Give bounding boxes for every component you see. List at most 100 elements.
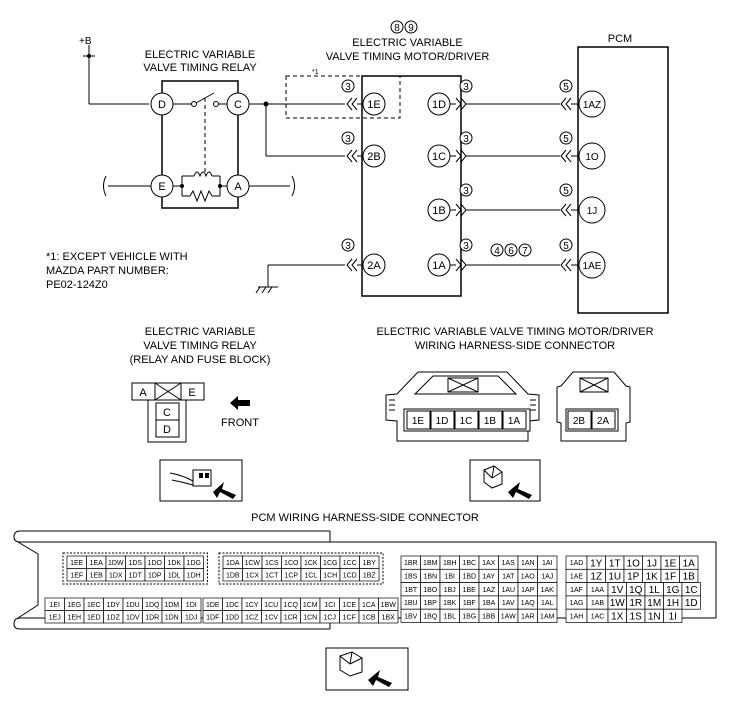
note-three-2a: 3 [345,241,351,252]
pcm-pin-cell: 1DU [122,597,143,611]
pcm-pin-cell: 1CY [241,597,262,611]
pcm-pin-cell: 1BZ [359,568,380,582]
pcm-pin-cell: 1AD [565,555,588,570]
motor-pin-1b-label: 1B [432,205,445,217]
pcm-pin-cell: 1Y [586,555,606,570]
pcm-pin-cell: 1V [607,582,627,597]
pcm-pin-label: 1BC [462,560,476,567]
pcm-pin-cell: 1EA [86,555,107,569]
pcm-pin-cell: 1CZ [241,610,262,624]
pcm-pin-label: 1CX [245,572,259,579]
pcm-pin-cell: 1L [644,582,664,597]
relay-terminal-e: E [150,174,174,198]
pcm-pin-cell: 1AG [565,595,588,610]
pcm-pin-label: 1AM [540,613,555,620]
pcm-pin-cell: 1CR [280,610,301,624]
pcm-pin-cell: 1K [642,568,662,583]
pcm-pin-label: 1DW [108,560,124,567]
pcm-pin-1j-label: 1J [587,206,598,217]
pcm-pin-cell: 1AK [537,582,558,597]
motor-pin-1b: 1B 3 [427,183,473,222]
pcm-pin-label: 1CJ [324,614,336,621]
pcm-pin-cell: 1DE [202,597,223,611]
note-six: 6 [508,246,514,257]
pcm-pin-label: 1AK [541,587,555,594]
relay-title-line2: VALVE TIMING RELAY [143,62,257,74]
pcm-pin-cell: 1H [663,595,683,610]
front-label: FRONT [221,417,259,429]
pcm-pin-cell: 1CG [320,555,341,569]
pcm-pin-label: 1Z [590,572,602,583]
motor-conn-pin-2b: 2B [573,416,586,427]
pcm-pin-label: 1BP [424,600,438,607]
pcm-pin-cell: 1AB [586,595,609,610]
pcm-pin-cell: 1CC [339,555,360,569]
relay-terminal-c: C [226,92,250,116]
motor-pin-1e-label: 1E [367,99,380,111]
pcm-body [577,46,669,314]
pcm-pin-cell: 1DQ [142,597,163,611]
motor-pin-1a: 1A 3 [427,238,473,277]
relay-switch [173,92,227,174]
pcm-pin-label: 1J [646,558,657,569]
pcm-pin-cell: 1AH [565,608,588,623]
pcm-pin-label: 1DB [226,572,240,579]
pcm-pin-label: 1S [630,611,643,622]
pcm-pin-label: 1H [666,598,679,609]
pcm-pin-cell: 1CE [339,597,360,611]
pcm-pin-label: 1DC [225,602,239,609]
pcm-pin-label: 1DL [168,572,181,579]
pcm-pin-1az: 1AZ 5 [559,79,606,118]
pcm-pin-label: 1Q [629,585,643,596]
pcm-pin-cell: 1BI [439,568,460,583]
note-five-1az: 5 [563,82,569,93]
pcm-pin-label: 1Y [590,558,603,569]
footnote-line2: MAZDA PART NUMBER: [46,265,169,277]
footnote-line3: PE02-124Z0 [46,279,108,291]
wire-notes-467: 4 6 7 [490,243,532,257]
pcm-pin-cell: 1Z [586,568,606,583]
pcm-pin-cell: 1CQ [280,597,301,611]
pcm-pin-label: 1CL [304,572,317,579]
pcm-pin-label: 1I [669,611,677,622]
pcm-pin-cell: 1DX [105,568,126,582]
pcm-pin-cell: 1CN [300,610,321,624]
pcm-pin-label: 1AL [541,600,554,607]
pcm-pin-label: 1B [683,572,696,583]
pcm-pin-cell: 1AY [478,568,499,583]
pcm-pin-label: 1AZ [482,587,496,594]
pcm-pin-label: 1CQ [284,602,299,609]
pcm-pin-cell: 1CS [261,555,282,569]
motor-connector-title-line1: ELECTRIC VARIABLE VALVE TIMING MOTOR/DRI… [376,326,654,338]
pcm-pin-cell: 1AO [517,568,538,583]
pcm-pin-cell: 1AS [498,555,519,570]
pcm-pin-cell: 1N [644,608,664,623]
pcm-pin-cell: 1S [626,608,646,623]
pcm-pin-label: 1BX [382,614,396,621]
pcm-pin-label: 1AQ [521,600,536,607]
pcm-pin-label: 1D [685,598,698,609]
pcm-pin-label: 1AC [591,613,605,620]
pcm-pin-cell: 1CJ [319,610,340,624]
pcm-pin-cell: 1BS [400,568,421,583]
relay-supply: +B [79,36,149,105]
pcm-pin-cell: 1DB [222,568,243,582]
pcm-pin-label: 1AH [570,613,584,620]
pcm-pin-label: 1BO [423,587,438,594]
pcm-pin-label: 1EC [87,602,101,609]
pcm-pin-label: 1CO [284,560,299,567]
motor-main-connector-pins: 1E 1D 1C 1B 1A [406,410,527,430]
pcm-pin-label: 1CU [264,602,278,609]
pcm-pin-label: 1DX [109,572,123,579]
pcm-pin-label: 1CR [284,614,298,621]
pcm-pin-label: 1DE [206,602,220,609]
relay-c-wiring [249,101,345,157]
pcm-pin-label: 1EG [67,602,81,609]
pcm-pin-cell: 1CV [261,610,282,624]
pcm-pin-cell: 1DF [202,610,223,624]
relay-connector-view-icon [159,459,243,502]
pcm-pin-1ae-label: 1AE [583,261,602,272]
pcm-pin-1j: 1J 5 [559,183,606,224]
pcm-pin-label: 1CY [245,602,259,609]
motor-pin-1a-label: 1A [432,260,446,272]
